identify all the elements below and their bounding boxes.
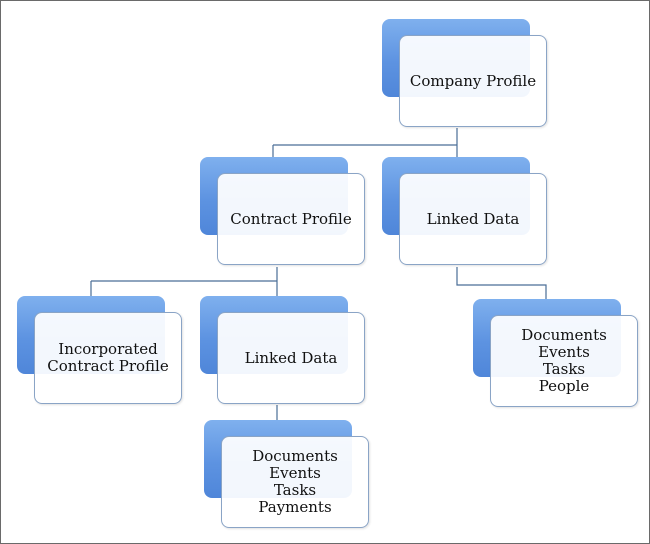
incorporated-contract-profile-node: Incorporated Contract Profile [17,296,183,404]
list-item: Events [269,464,321,482]
company-linked-data-label: Linked Data [426,209,520,228]
list-item: Payments [258,498,332,516]
node-card: Documents Events Tasks People [490,315,638,407]
contract-linked-data-label: Linked Data [244,348,338,367]
list-item: Documents [252,447,338,465]
company-profile-label: Company Profile [409,71,537,90]
connector-company-linked-to-list [456,267,547,301]
company-profile-node: Company Profile [382,19,548,127]
company-linked-data-list: Documents Events Tasks People [521,327,607,395]
connector-contract-to-children [90,267,278,297]
node-card: Documents Events Tasks Payments [221,436,369,528]
node-card: Incorporated Contract Profile [34,312,182,404]
list-item: Tasks [273,481,317,499]
list-item: Events [538,343,590,361]
incorporated-contract-profile-label: Incorporated Contract Profile [47,341,168,375]
label-line: Incorporated [58,340,158,358]
list-item: Tasks [542,360,586,378]
contract-profile-label: Contract Profile [230,209,352,228]
contract-profile-node: Contract Profile [200,157,366,265]
label-line: Contract Profile [47,357,169,375]
node-card: Contract Profile [217,173,365,265]
list-item: Documents [521,326,607,344]
node-card: Company Profile [399,35,547,127]
node-card: Linked Data [399,173,547,265]
node-card: Linked Data [217,312,365,404]
contract-linked-data-node: Linked Data [200,296,366,404]
contract-linked-data-list-node: Documents Events Tasks Payments [204,420,370,528]
connector-company-to-children [272,128,458,159]
company-linked-data-list-node: Documents Events Tasks People [473,299,639,407]
company-linked-data-node: Linked Data [382,157,548,265]
list-item: People [538,377,590,395]
contract-linked-data-list: Documents Events Tasks Payments [252,448,338,516]
